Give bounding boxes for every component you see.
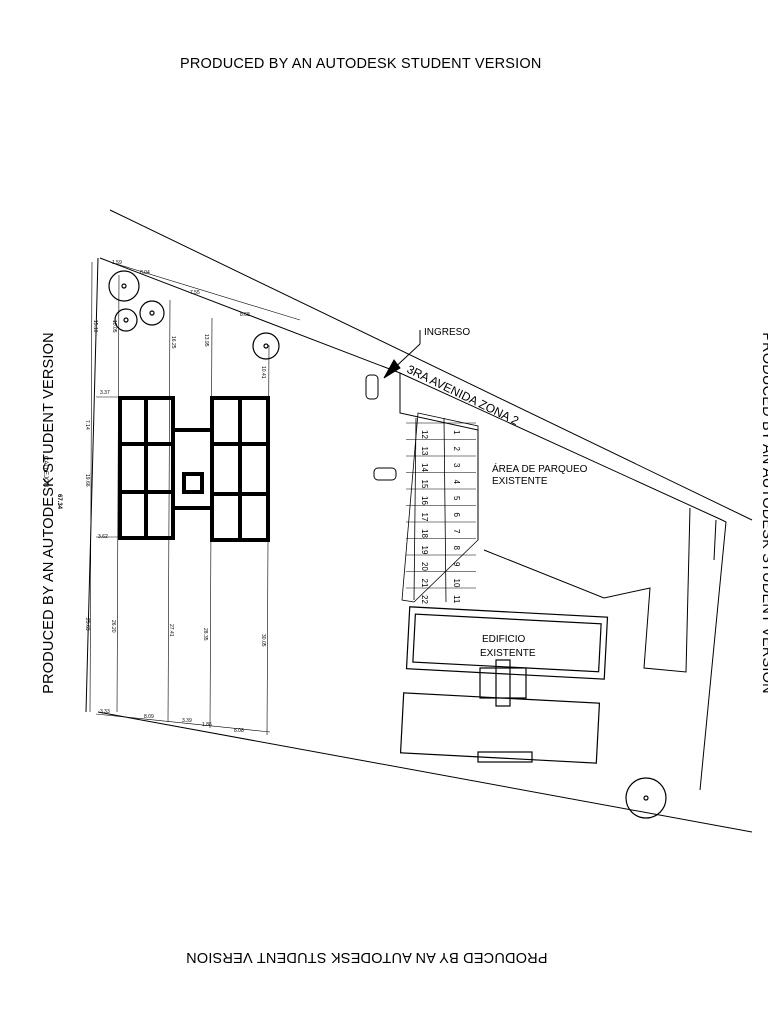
tree-icon: [252, 332, 280, 360]
svg-text:19.66: 19.66: [84, 474, 90, 487]
svg-text:8.68: 8.68: [240, 312, 250, 318]
cars: [365, 374, 397, 481]
svg-text:30.05: 30.05: [260, 634, 266, 647]
stall-number: 15: [420, 480, 429, 489]
svg-text:3.39: 3.39: [182, 718, 192, 724]
svg-text:10.41: 10.41: [260, 366, 266, 379]
trees: [108, 270, 667, 819]
building-label: EDIFICIO: [482, 634, 526, 645]
stall-number: 10: [452, 579, 461, 588]
stall-number: 2: [452, 447, 461, 452]
svg-text:3.37: 3.37: [100, 390, 110, 396]
svg-text:15.10: 15.10: [92, 320, 98, 333]
parking-area-label: ÁREA DE PARQUEO: [492, 462, 588, 475]
existing-slab-outline: [483, 507, 691, 673]
building-label-2: EXISTENTE: [480, 648, 536, 659]
car-icon: [373, 467, 397, 481]
alley-label: CALLEJON: [42, 456, 48, 487]
street-line-top: [109, 209, 753, 521]
alley-dimension: 67.34: [56, 494, 62, 510]
svg-text:27.41: 27.41: [168, 624, 174, 637]
svg-text:8.09: 8.09: [144, 714, 154, 720]
watermark-top: PRODUCED BY AN AUTODESK STUDENT VERSION: [180, 56, 542, 72]
entrance-label: INGRESO: [424, 327, 470, 338]
property-line-north: [99, 257, 401, 374]
svg-text:8.08: 8.08: [234, 728, 244, 734]
stall-number: 14: [420, 463, 429, 472]
svg-text:16.25: 16.25: [170, 336, 176, 349]
car-icon: [365, 374, 379, 400]
parking-area-label-2: EXISTENTE: [492, 476, 548, 487]
entrance-arrow: [383, 330, 421, 379]
stall-number: 22: [420, 595, 429, 604]
proposed-building-plan: [118, 396, 270, 542]
stall-number: 9: [452, 562, 461, 567]
svg-text:7.14: 7.14: [84, 420, 90, 430]
stall-number: 1: [452, 430, 461, 435]
svg-text:1.59: 1.59: [112, 260, 122, 266]
svg-text:26.20: 26.20: [110, 620, 116, 633]
svg-text:1.86: 1.86: [202, 722, 212, 728]
svg-text:28.35: 28.35: [202, 628, 208, 641]
svg-text:25.63: 25.63: [84, 618, 90, 631]
east-boundary: [399, 372, 727, 791]
tree-icon: [139, 300, 165, 326]
svg-text:8.04: 8.04: [140, 270, 150, 276]
stall-number: 21: [420, 579, 429, 588]
stall-number: 17: [420, 513, 429, 522]
stall-number: 13: [420, 447, 429, 456]
stall-number: 12: [420, 430, 429, 439]
svg-text:3.33: 3.33: [100, 709, 110, 715]
stall-number: 4: [452, 480, 461, 485]
parking-stalls: [401, 412, 479, 603]
property-line-west: [85, 257, 99, 713]
svg-text:3.62: 3.62: [98, 534, 108, 540]
stall-number: 16: [420, 496, 429, 505]
tree-icon: [108, 270, 140, 302]
svg-text:10.05: 10.05: [111, 320, 117, 333]
dimension-values: 3.37 3.62 3.33 8.09 3.39 1.86 8.08 1.59 …: [98, 260, 250, 734]
svg-text:13.95: 13.95: [203, 334, 209, 347]
existing-buildings: [399, 606, 609, 764]
stall-number: 18: [420, 529, 429, 538]
stall-number: 7: [452, 529, 461, 534]
property-line-south: [97, 711, 753, 833]
stall-number: 11: [452, 595, 461, 604]
stall-number: 19: [420, 546, 429, 555]
stall-number: 5: [452, 496, 461, 501]
svg-text:7.55: 7.55: [190, 290, 200, 296]
tree-icon: [114, 308, 138, 332]
stall-number: 8: [452, 546, 461, 551]
stall-number: 20: [420, 562, 429, 571]
tree-icon: [625, 777, 667, 819]
stall-number: 3: [452, 463, 461, 468]
stall-number: 6: [452, 513, 461, 518]
